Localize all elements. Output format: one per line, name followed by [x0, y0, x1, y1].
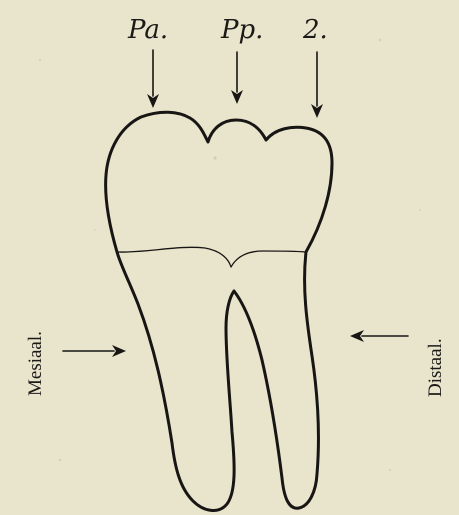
- tooth-outline: [106, 112, 332, 510]
- cusp-label-pa: Pa.: [127, 15, 168, 45]
- cusp-label-2: 2.: [302, 15, 328, 45]
- arrow-down-2: [311, 52, 323, 118]
- mesial-label: Mesiaal.: [25, 331, 46, 396]
- cusp-label-pp: Pp.: [220, 15, 263, 45]
- distal-label: Distaal.: [425, 338, 446, 397]
- arrow-left-distal: [350, 330, 408, 342]
- arrow-down-pa: [147, 50, 159, 108]
- arrow-down-pp: [231, 52, 243, 104]
- arrow-right-mesial: [63, 345, 126, 357]
